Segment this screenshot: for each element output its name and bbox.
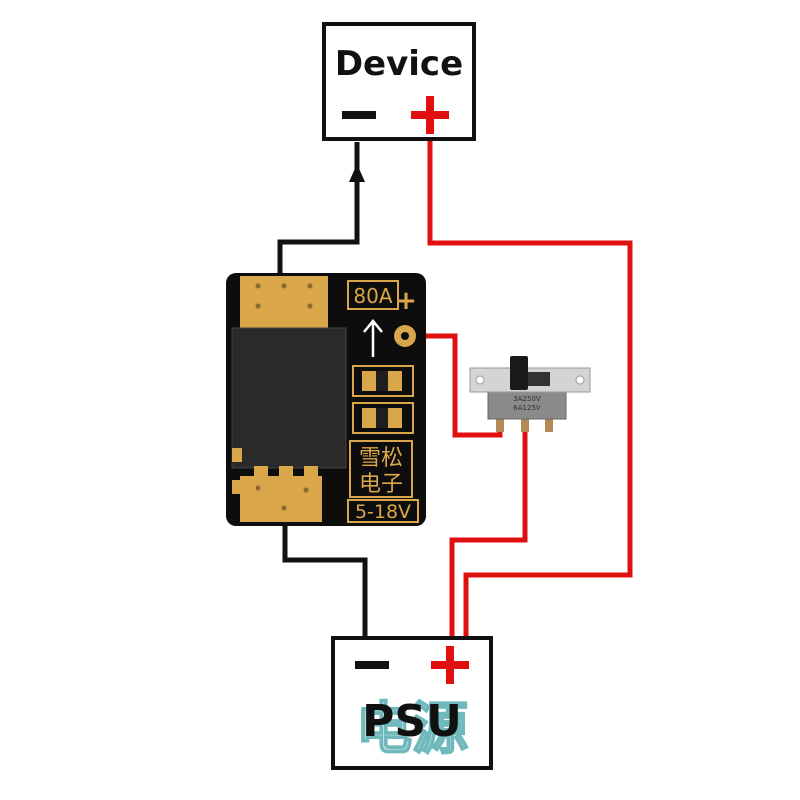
negative-wire-psu xyxy=(282,505,368,640)
smd-component-1 xyxy=(352,365,414,397)
voltage-range-label: 5-18V xyxy=(355,501,411,523)
wires xyxy=(277,138,633,640)
arrow-up-icon xyxy=(349,164,365,182)
psu-minus-sign xyxy=(355,661,389,669)
slide-switch: 3A250V 6A125V xyxy=(469,356,591,432)
device-label: Device xyxy=(335,44,463,84)
current-rating-label: 80A xyxy=(353,284,392,308)
mosfet-chip xyxy=(231,327,347,469)
smd-component-2 xyxy=(352,402,414,434)
device-minus-sign xyxy=(342,111,376,119)
plus-terminal-label: + xyxy=(395,286,417,316)
mosfet-board: 80A + 雪松 电子 5-18V xyxy=(226,273,426,526)
device-plus-sign xyxy=(411,96,449,134)
psu-plus-sign xyxy=(431,646,469,684)
chinese-label-line1: 雪松 xyxy=(359,446,403,471)
signal-wire-switch-out xyxy=(449,420,528,640)
psu-box: 电源 PSU xyxy=(331,636,493,770)
negative-wire-device xyxy=(277,142,360,280)
board-arrow-up-icon xyxy=(363,319,383,357)
switch-slider xyxy=(510,356,528,390)
device-box: Device xyxy=(322,22,476,141)
input-pad xyxy=(240,476,322,522)
chinese-label-line2: 电子 xyxy=(359,472,403,497)
switch-rating-line2: 6A125V xyxy=(513,404,541,412)
psu-watermark: 电源 xyxy=(356,697,468,762)
psu-label: PSU xyxy=(362,696,462,747)
positive-wire-device xyxy=(427,138,633,640)
switch-rating-line1: 3A250V xyxy=(513,395,541,403)
